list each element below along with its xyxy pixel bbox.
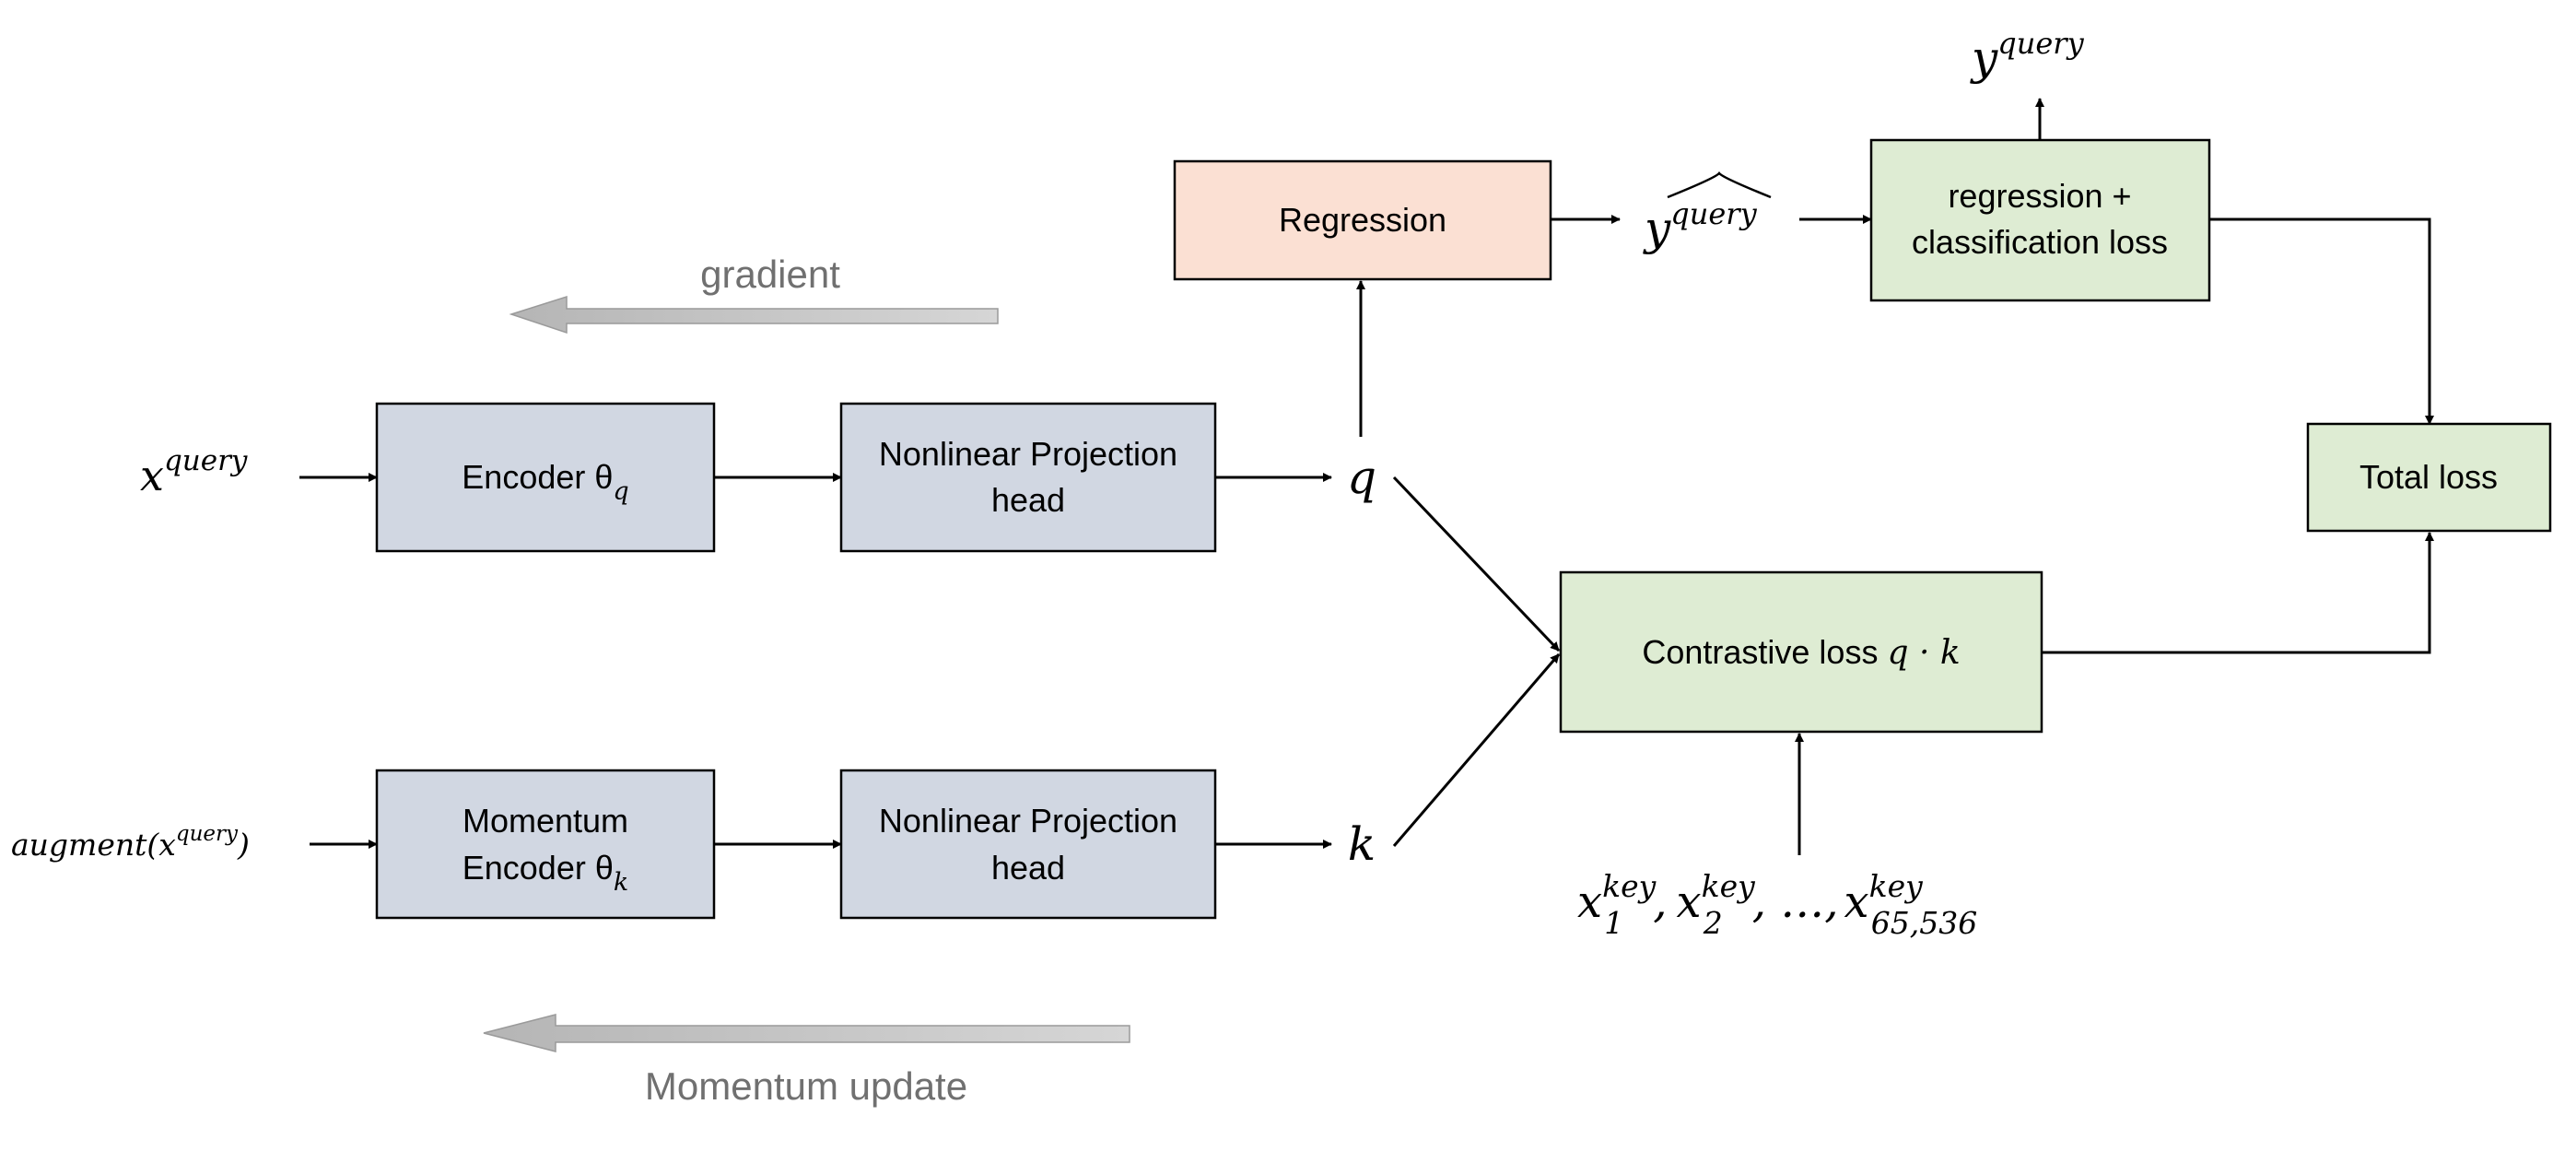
regression-label: Regression: [1279, 201, 1446, 239]
key-xn-superscript: key: [1869, 868, 1924, 904]
encoder-q-box: Encoder θq: [375, 402, 716, 553]
key-x2-superscript: key: [1702, 868, 1756, 904]
contrastive-loss-label: Contrastive loss: [1642, 633, 1878, 671]
key-separator: ,: [1653, 876, 1667, 928]
hat-symbol: [1667, 171, 1772, 199]
regression-classification-loss-box: regression + classification loss: [1869, 138, 2211, 302]
momentum-encoder-box: Momentum Encoder θk: [375, 769, 716, 920]
augment-superscript: query: [176, 822, 239, 846]
variable-k: k: [1348, 817, 1376, 871]
key-xn-base: x: [1844, 876, 1869, 928]
svg-text:Encoder θk: Encoder θk: [463, 849, 628, 897]
projection-head-k-box: Nonlinear Projection head: [839, 769, 1217, 920]
y-query-superscript: query: [1997, 26, 2084, 61]
momentum-encoder-line2: Encoder θ: [463, 849, 614, 887]
y-hat-base: y: [1643, 202, 1671, 255]
projection-head-k-line1: Nonlinear Projection: [879, 802, 1177, 840]
svg-text:yquery: yquery: [1643, 196, 1758, 255]
y-query-base: y: [1970, 31, 1998, 85]
variable-q: q: [1347, 451, 1376, 504]
key-xn-subscript: 65,536: [1871, 905, 1977, 941]
key-x2-subscript: 2: [1703, 905, 1723, 941]
augment-prefix: augment(x: [11, 827, 176, 863]
arrow-k-contrastive: [1392, 653, 1561, 847]
key-x2-base: x: [1677, 876, 1702, 928]
momentum-update-arrow: [483, 1014, 1130, 1052]
momentum-update-label: Momentum update: [645, 1064, 967, 1108]
svg-text:xquery: xquery: [140, 444, 248, 500]
regression-loss-line2: classification loss: [1912, 223, 2168, 261]
contrastive-loss-math: q · k: [1887, 634, 1960, 672]
total-loss-label: Total loss: [2359, 458, 2498, 496]
projection-head-q-line1: Nonlinear Projection: [879, 435, 1177, 473]
key-x1-subscript: 1: [1604, 905, 1623, 941]
arrow-contrastive-totalloss: [2042, 532, 2434, 654]
svg-text:augment(xquery): augment(xquery): [11, 822, 250, 863]
gradient-label: gradient: [700, 253, 840, 296]
gradient-arrow: [509, 295, 999, 335]
augment-suffix: ): [237, 827, 250, 863]
regression-box: Regression: [1173, 159, 1552, 281]
total-loss-box: Total loss: [2306, 422, 2552, 533]
key-ellipsis: , …,: [1752, 876, 1839, 928]
momentum-encoder-subscript: k: [614, 868, 628, 897]
x-query-base: x: [140, 451, 164, 500]
y-hat-superscript: query: [1670, 196, 1757, 231]
svg-text:yquery: yquery: [1970, 26, 2085, 85]
projection-head-q-line2: head: [991, 481, 1065, 519]
projection-head-q-box: Nonlinear Projection head: [839, 402, 1217, 553]
encoder-q-label: Encoder θ: [462, 458, 613, 496]
svg-text:Encoder θq: Encoder θq: [462, 458, 628, 506]
y-hat-query: yquery: [1643, 171, 1772, 255]
projection-head-k-line2: head: [991, 849, 1065, 887]
regression-loss-line1: regression +: [1948, 177, 2131, 215]
key-x1-base: x: [1577, 876, 1602, 928]
key-x1-superscript: key: [1602, 868, 1657, 904]
arrow-regloss-totalloss: [2209, 217, 2434, 425]
momentum-encoder-line1: Momentum: [463, 802, 628, 840]
x-query-superscript: query: [164, 444, 248, 477]
arrow-q-contrastive: [1392, 476, 1561, 652]
encoder-q-subscript: q: [613, 477, 628, 506]
